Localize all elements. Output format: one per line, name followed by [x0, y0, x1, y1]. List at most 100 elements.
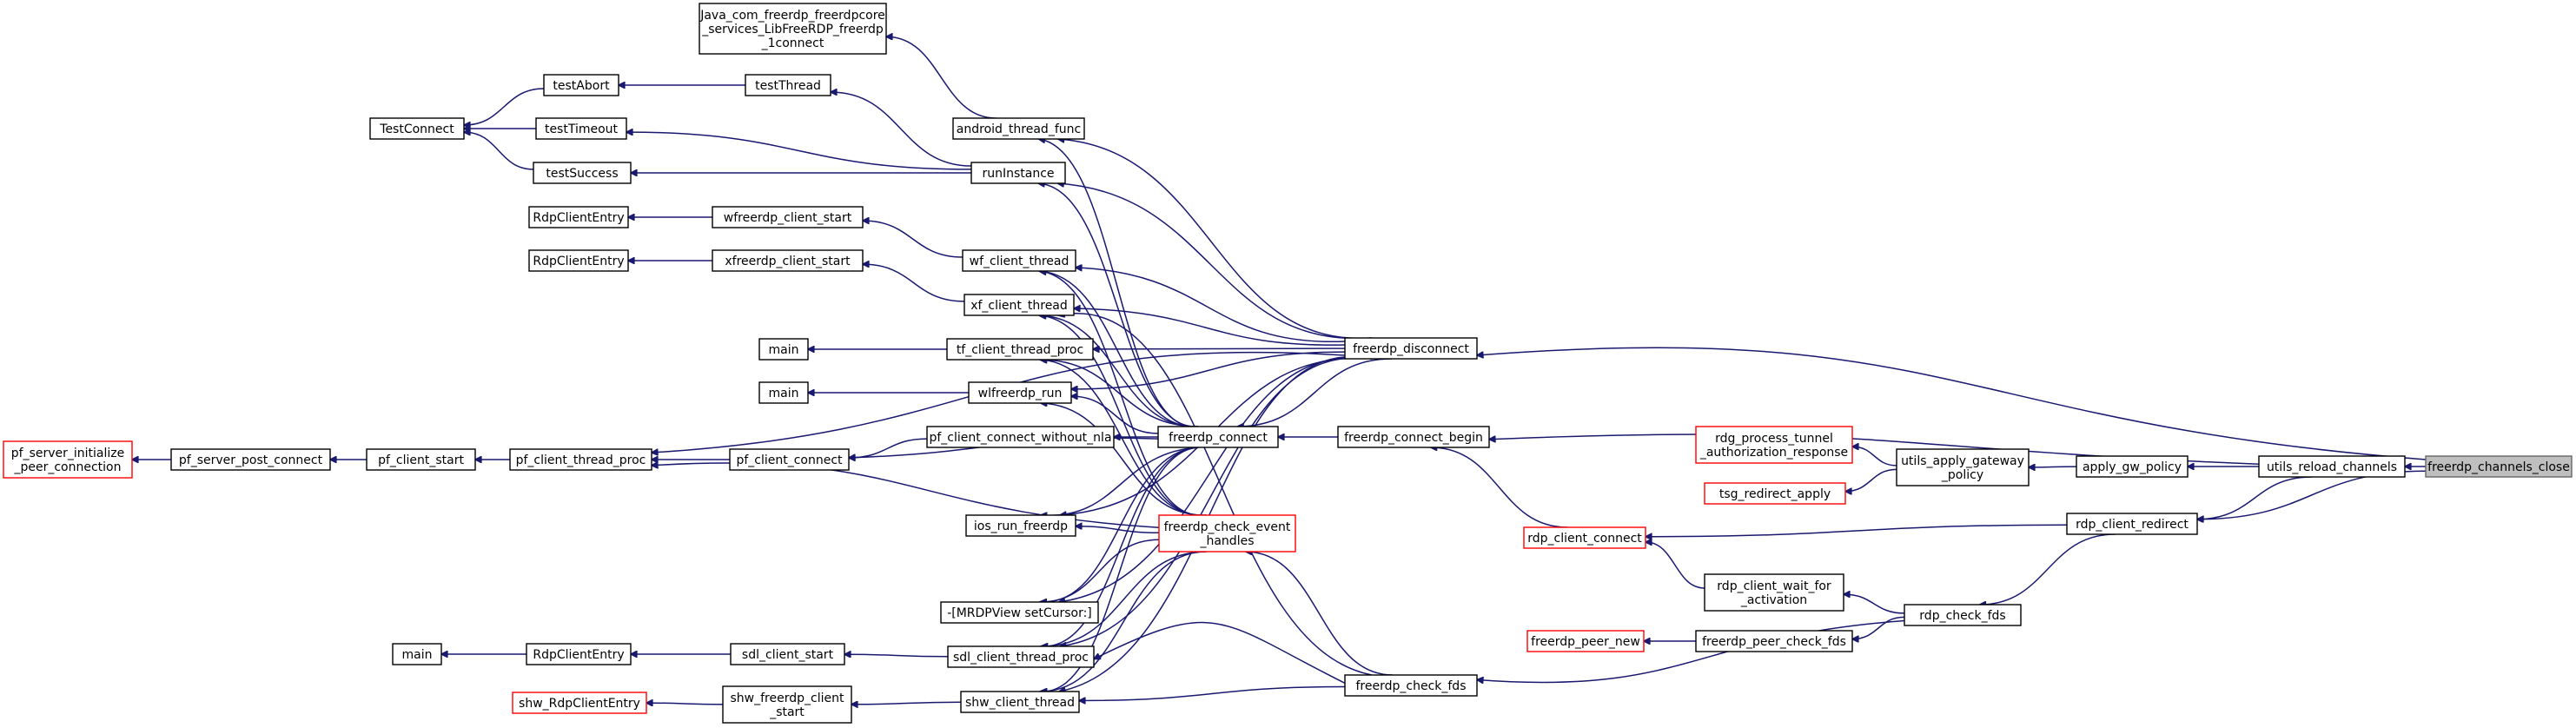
node-box	[940, 601, 1099, 624]
node-label: utils_apply_gateway	[1901, 454, 2024, 468]
node-xf-client-thread[interactable]: xf_client_thread	[964, 294, 1075, 316]
node-tsg-redirect-apply[interactable]: tsg_redirect_apply	[1704, 482, 1846, 505]
node-pf-client-connect-without-nla[interactable]: pf_client_connect_without_nla	[926, 426, 1115, 448]
edge-freerdp_disconnect-to-wf_client_thread	[1076, 268, 1346, 342]
edge-freerdp_connect-to-xf_client_thread	[1039, 315, 1199, 427]
node-box	[946, 338, 1094, 361]
node-freerdp-peer-new[interactable]: freerdp_peer_new	[1526, 630, 1645, 652]
node-utils-apply-gateway-policy[interactable]: utils_apply_gateway_policy	[1896, 448, 2030, 486]
node-box	[1157, 426, 1279, 448]
edge-utils_apply_gateway_policy-to-tsg_redirect_apply	[1845, 468, 1897, 491]
node-box	[947, 645, 1095, 668]
node-freerdp-disconnect[interactable]: freerdp_disconnect	[1344, 337, 1478, 360]
node-rdp-client-connect[interactable]: rdp_client_connect	[1523, 526, 1646, 549]
node-box	[535, 117, 627, 140]
node-box	[369, 117, 465, 140]
node-box	[758, 338, 809, 361]
node-testTimeout[interactable]: testTimeout	[535, 117, 627, 140]
node-box	[533, 162, 632, 184]
node-android-thread-func[interactable]: android_thread_func	[952, 117, 1085, 140]
edge-freerdp_disconnect-to-shw_client_thread	[1059, 355, 1373, 692]
node-label: xfreerdp_client_start	[725, 255, 851, 268]
node-tf-client-thread-proc[interactable]: tf_client_thread_proc	[946, 338, 1094, 361]
edge-wf_client_thread-to-wfreerdp_client_start	[863, 221, 964, 258]
node-label: testThread	[755, 79, 821, 93]
node-shw-freerdp-client-start[interactable]: shw_freerdp_client_start	[722, 685, 852, 724]
node-box	[965, 514, 1076, 537]
edge-freerdp_connect-to-wlfreerdp_run	[1071, 396, 1159, 434]
node-testThread[interactable]: testThread	[745, 74, 831, 96]
node-label: freerdp_check_fds	[1356, 679, 1467, 693]
node-main2[interactable]: main	[758, 381, 809, 404]
node-runInstance[interactable]: runInstance	[970, 162, 1066, 184]
edge-rdp_check_fds-to-rdp_client_wait_for_activation	[1844, 594, 1905, 614]
node-label: RdpClientEntry	[533, 211, 624, 225]
edge-freerdp_check_event_handles-to-sdl_client_thread_proc	[1042, 551, 1207, 646]
node-xfreerdp-client-start[interactable]: xfreerdp_client_start	[712, 249, 864, 272]
node-freerdp-check-fds[interactable]: freerdp_check_fds	[1344, 674, 1478, 697]
node-label: _policy	[1941, 468, 1983, 482]
node-wf-client-thread[interactable]: wf_client_thread	[962, 249, 1076, 272]
node-RdpClientEntry1[interactable]: RdpClientEntry	[528, 206, 629, 228]
node-main3[interactable]: main	[392, 643, 442, 665]
node-RdpClientEntry2[interactable]: RdpClientEntry	[528, 249, 629, 272]
node-TestConnect[interactable]: TestConnect	[369, 117, 465, 140]
edge-shw_client_thread-to-shw_freerdp_client_start	[851, 702, 962, 705]
edge-freerdp_disconnect-to-runInstance	[1057, 183, 1372, 340]
node-box	[1523, 526, 1646, 549]
node-rdg-process-tunnel[interactable]: rdg_process_tunnel_authorization_respons…	[1695, 426, 1853, 464]
node-utils-reload-channels[interactable]: utils_reload_channels	[2258, 455, 2406, 478]
node-testSuccess[interactable]: testSuccess	[533, 162, 632, 184]
node-sdl-client-thread-proc[interactable]: sdl_client_thread_proc	[947, 645, 1095, 668]
edge-sdl_client_thread_proc-to-sdl_client_start	[844, 654, 949, 657]
edge-freerdp_disconnect-to-sdl_client_thread_proc	[1060, 357, 1373, 646]
node-label: _services_LibFreeRDP_freerdp	[701, 23, 884, 36]
node-RdpClientEntry3[interactable]: RdpClientEntry	[526, 643, 632, 665]
node-box	[3, 440, 133, 479]
node-label: wlfreerdp_run	[978, 387, 1063, 400]
edge-freerdp_check_fds-to-sdl_client_thread_proc	[1094, 621, 1346, 685]
edge-freerdp_check_event_handles-to-wlfreerdp_run	[1041, 403, 1207, 516]
node-pf-server-initialize[interactable]: pf_server_initialize_peer_connection	[3, 440, 133, 479]
node-mrdpview[interactable]: -[MRDPView setCursor:]	[940, 601, 1099, 624]
node-wlfreerdp-run[interactable]: wlfreerdp_run	[968, 381, 1072, 404]
node-ios-run-freerdp[interactable]: ios_run_freerdp	[965, 514, 1076, 537]
node-box	[729, 448, 850, 471]
edge-freerdp_connect-to-runInstance	[1038, 183, 1199, 427]
edge-freerdp_check_event_handles-to-pf_client_thread_proc	[652, 463, 1160, 528]
node-sdl-client-start[interactable]: sdl_client_start	[730, 643, 845, 665]
node-pf-client-connect[interactable]: pf_client_connect	[729, 448, 850, 471]
edge-rdp_check_fds-to-freerdp_check_fds	[1477, 619, 1905, 682]
node-main1[interactable]: main	[758, 338, 809, 361]
node-rdp-client-redirect[interactable]: rdp_client_redirect	[2066, 513, 2198, 535]
node-label: TestConnect	[379, 122, 454, 136]
node-box	[170, 448, 331, 471]
node-box	[712, 249, 864, 272]
node-pf-server-post-connect[interactable]: pf_server_post_connect	[170, 448, 331, 471]
node-box	[1337, 426, 1490, 448]
node-pf-client-start[interactable]: pf_client_start	[366, 448, 476, 471]
node-testAbort[interactable]: testAbort	[543, 74, 619, 96]
node-freerdp-channels-close[interactable]: freerdp_channels_close	[2425, 455, 2573, 478]
node-label: wf_client_thread	[970, 255, 1069, 268]
node-shw-client-thread[interactable]: shw_client_thread	[960, 691, 1080, 713]
node-label: -[MRDPView setCursor:]	[947, 606, 1092, 620]
node-rdp-check-fds[interactable]: rdp_check_fds	[1904, 604, 2022, 626]
node-java-connect[interactable]: Java_com_freerdp_freerdpcore_services_Li…	[699, 3, 887, 55]
node-apply-gw-policy[interactable]: apply_gw_policy	[2076, 455, 2189, 478]
node-box	[960, 691, 1080, 713]
edge-freerdp_check_fds-to-xf_client_thread	[1058, 314, 1373, 676]
node-freerdp-peer-check-fds[interactable]: freerdp_peer_check_fds	[1695, 630, 1853, 652]
node-shw-RdpClientEntry[interactable]: shw_RdpClientEntry	[512, 692, 647, 714]
node-box	[952, 117, 1085, 140]
node-wfreerdp-client-start[interactable]: wfreerdp_client_start	[712, 206, 864, 228]
node-freerdp-connect-begin[interactable]: freerdp_connect_begin	[1337, 426, 1490, 448]
node-label: _peer_connection	[13, 460, 121, 474]
node-freerdp-connect[interactable]: freerdp_connect	[1157, 426, 1279, 448]
node-label: testSuccess	[546, 167, 618, 181]
node-pf-client-thread-proc[interactable]: pf_client_thread_proc	[509, 448, 652, 471]
node-label: testAbort	[553, 79, 610, 93]
node-freerdp-check-event-handles[interactable]: freerdp_check_event_handles	[1158, 514, 1296, 553]
node-rdp-client-wait-for-activation[interactable]: rdp_client_wait_for_activation	[1704, 573, 1844, 612]
edge-shw_freerdp_client_start-to-shw_RdpClientEntry	[646, 703, 724, 705]
